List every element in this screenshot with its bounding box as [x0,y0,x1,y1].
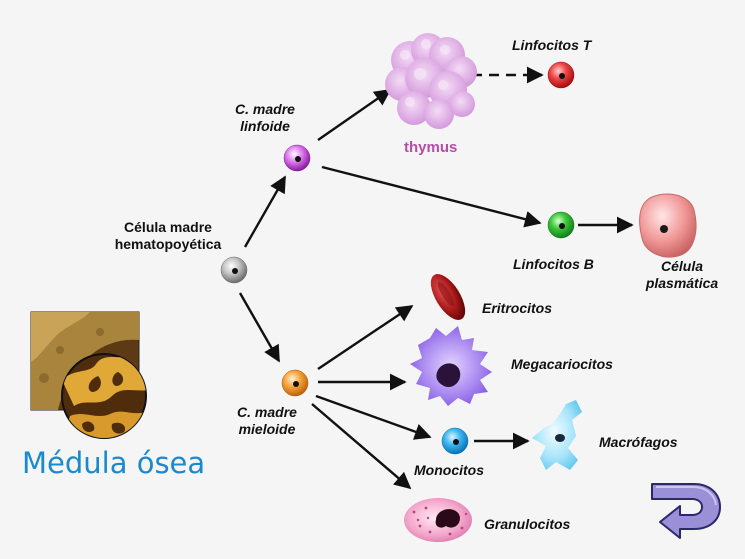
lymphoid-cell-label-line2: linfoide [240,118,290,134]
thymus-icon [385,33,477,129]
lymphoid-cell-label-line1: C. madre [235,101,295,117]
arrow-myeloid-to-monocytes [315,394,432,440]
myeloid-cell-icon [281,369,309,397]
stem-cell-label-line1: Célula madre [124,219,212,235]
thymus-label: thymus [404,139,458,156]
plasma-cell-label-line1: Célula [660,258,703,274]
back-button[interactable] [646,478,726,540]
megakaryocytes-label: Megacariocitos [511,356,613,372]
plasma-cell-label-line2: plasmática [645,275,719,291]
erythrocytes-label: Eritrocitos [482,300,553,316]
b-cell-icon [547,211,575,239]
arrow-lymphoid-to-b-cell [321,165,542,228]
arrows [238,66,634,490]
monocyte-icon [441,427,469,455]
macrophages-label: Macrófagos [599,434,678,450]
arrow-stem-to-myeloid [238,292,281,363]
myeloid-cell-label-line1: C. madre [237,404,297,420]
plasma-cell-label: Célula plasmática [632,258,732,292]
arrow-myeloid-to-granulocytes [311,403,412,490]
stem-cell-label-line2: hematopoyética [114,236,222,252]
arrow-stem-to-lymphoid [243,175,287,248]
t-cell-icon [547,61,575,89]
b-lymphocytes-label: Linfocitos B [513,256,594,272]
megakaryocyte-icon [410,326,492,406]
lymphoid-cell-label: C. madre linfoide [220,101,310,135]
lymphoid-cell-icon [283,144,311,172]
arrow-myeloid-to-erythrocytes [317,305,414,370]
monocytes-label: Monocitos [414,462,484,478]
return-arrow-icon [651,483,721,539]
plasma-cell-icon [639,193,697,258]
myeloid-cell-label-line2: mieloide [238,421,296,437]
granulocyte-icon [404,498,472,542]
macrophage-icon [532,400,582,470]
arrow-lymphoid-to-thymus [317,89,392,141]
granulocytes-label: Granulocitos [484,516,571,532]
bone-marrow-title: Médula ósea [22,446,206,480]
erythrocyte-icon [430,274,466,320]
bone-marrow-image [30,311,147,439]
stem-cell-label: Célula madre hematopoyética [96,219,240,253]
t-lymphocytes-label: Linfocitos T [512,37,592,53]
stem-cell-icon [220,256,248,284]
myeloid-cell-label: C. madre mieloide [222,404,312,438]
